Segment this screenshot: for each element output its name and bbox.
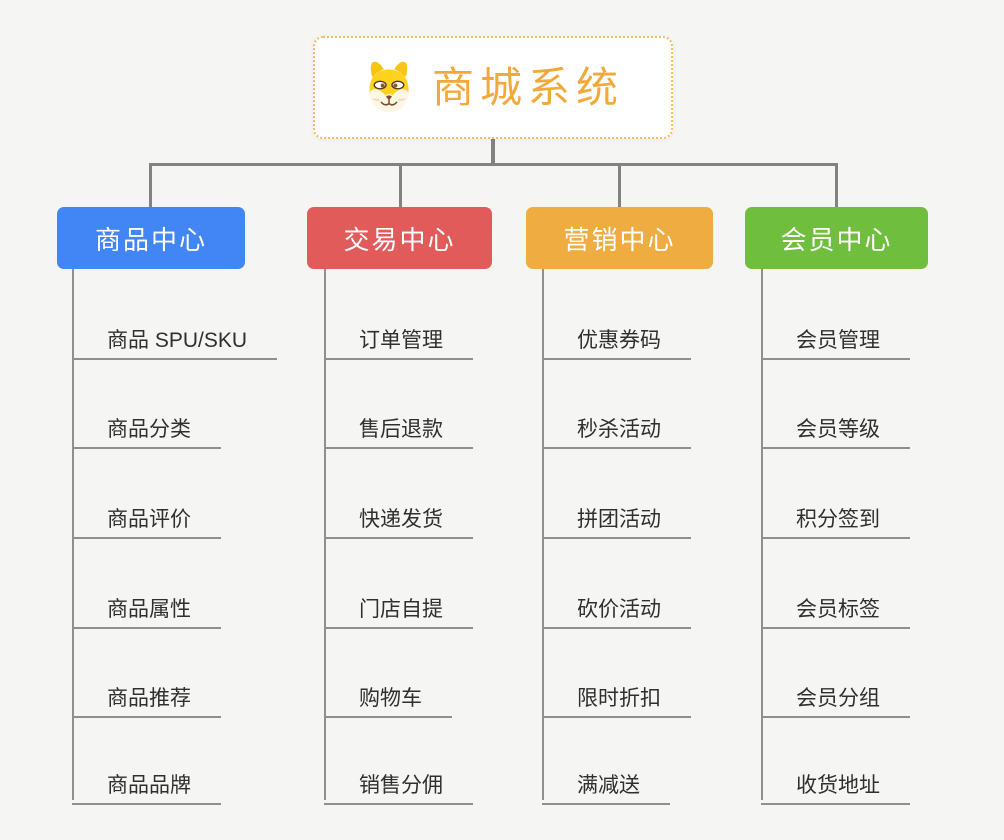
connector-root-stem: [491, 137, 495, 165]
branch-node-product-center[interactable]: 商品中心: [57, 207, 245, 269]
leaf-node-express-delivery[interactable]: 快递发货: [324, 495, 473, 539]
leaf-node-product-category[interactable]: 商品分类: [72, 405, 221, 449]
connector-horizontal-bar: [149, 163, 838, 166]
connector-drop-marketing: [618, 165, 621, 208]
leaf-node-member-group[interactable]: 会员分组: [761, 674, 910, 718]
connector-drop-member: [835, 165, 838, 208]
leaf-node-member-tag[interactable]: 会员标签: [761, 585, 910, 629]
connector-column-trade: [324, 269, 326, 800]
connector-column-member: [761, 269, 763, 800]
connector-drop-trade: [399, 165, 402, 208]
leaf-node-product-brand[interactable]: 商品品牌: [72, 761, 221, 805]
leaf-node-group-buy[interactable]: 拼团活动: [542, 495, 691, 539]
leaf-node-product-attribute[interactable]: 商品属性: [72, 585, 221, 629]
leaf-node-flash-sale[interactable]: 秒杀活动: [542, 405, 691, 449]
leaf-node-bargain-activity[interactable]: 砍价活动: [542, 585, 691, 629]
leaf-node-product-recommend[interactable]: 商品推荐: [72, 674, 221, 718]
leaf-node-shopping-cart[interactable]: 购物车: [324, 674, 452, 718]
leaf-node-coupon-code[interactable]: 优惠券码: [542, 316, 691, 360]
shiba-dog-icon: [368, 61, 410, 112]
leaf-node-member-management[interactable]: 会员管理: [761, 316, 910, 360]
branch-node-marketing-center[interactable]: 营销中心: [526, 207, 713, 269]
connector-drop-product: [149, 165, 152, 208]
branch-node-trade-center[interactable]: 交易中心: [307, 207, 492, 269]
branch-node-member-center[interactable]: 会员中心: [745, 207, 928, 269]
leaf-node-product-spu-sku[interactable]: 商品 SPU/SKU: [72, 316, 278, 360]
root-title: 商城系统: [431, 63, 624, 111]
leaf-node-order-management[interactable]: 订单管理: [324, 316, 473, 360]
leaf-node-after-sale-refund[interactable]: 售后退款: [324, 405, 473, 449]
leaf-node-full-reduction[interactable]: 满减送: [542, 761, 670, 805]
leaf-node-member-level[interactable]: 会员等级: [761, 405, 910, 449]
root-node[interactable]: 商城系统: [313, 36, 673, 139]
leaf-node-sales-commission[interactable]: 销售分佣: [324, 761, 473, 805]
connector-column-marketing: [542, 269, 544, 800]
leaf-node-store-pickup[interactable]: 门店自提: [324, 585, 473, 629]
leaf-node-shipping-address[interactable]: 收货地址: [761, 761, 910, 805]
leaf-node-product-review[interactable]: 商品评价: [72, 495, 221, 539]
connector-column-product: [72, 269, 74, 800]
leaf-node-time-limited-discount[interactable]: 限时折扣: [542, 674, 691, 718]
leaf-node-points-checkin[interactable]: 积分签到: [761, 495, 910, 539]
